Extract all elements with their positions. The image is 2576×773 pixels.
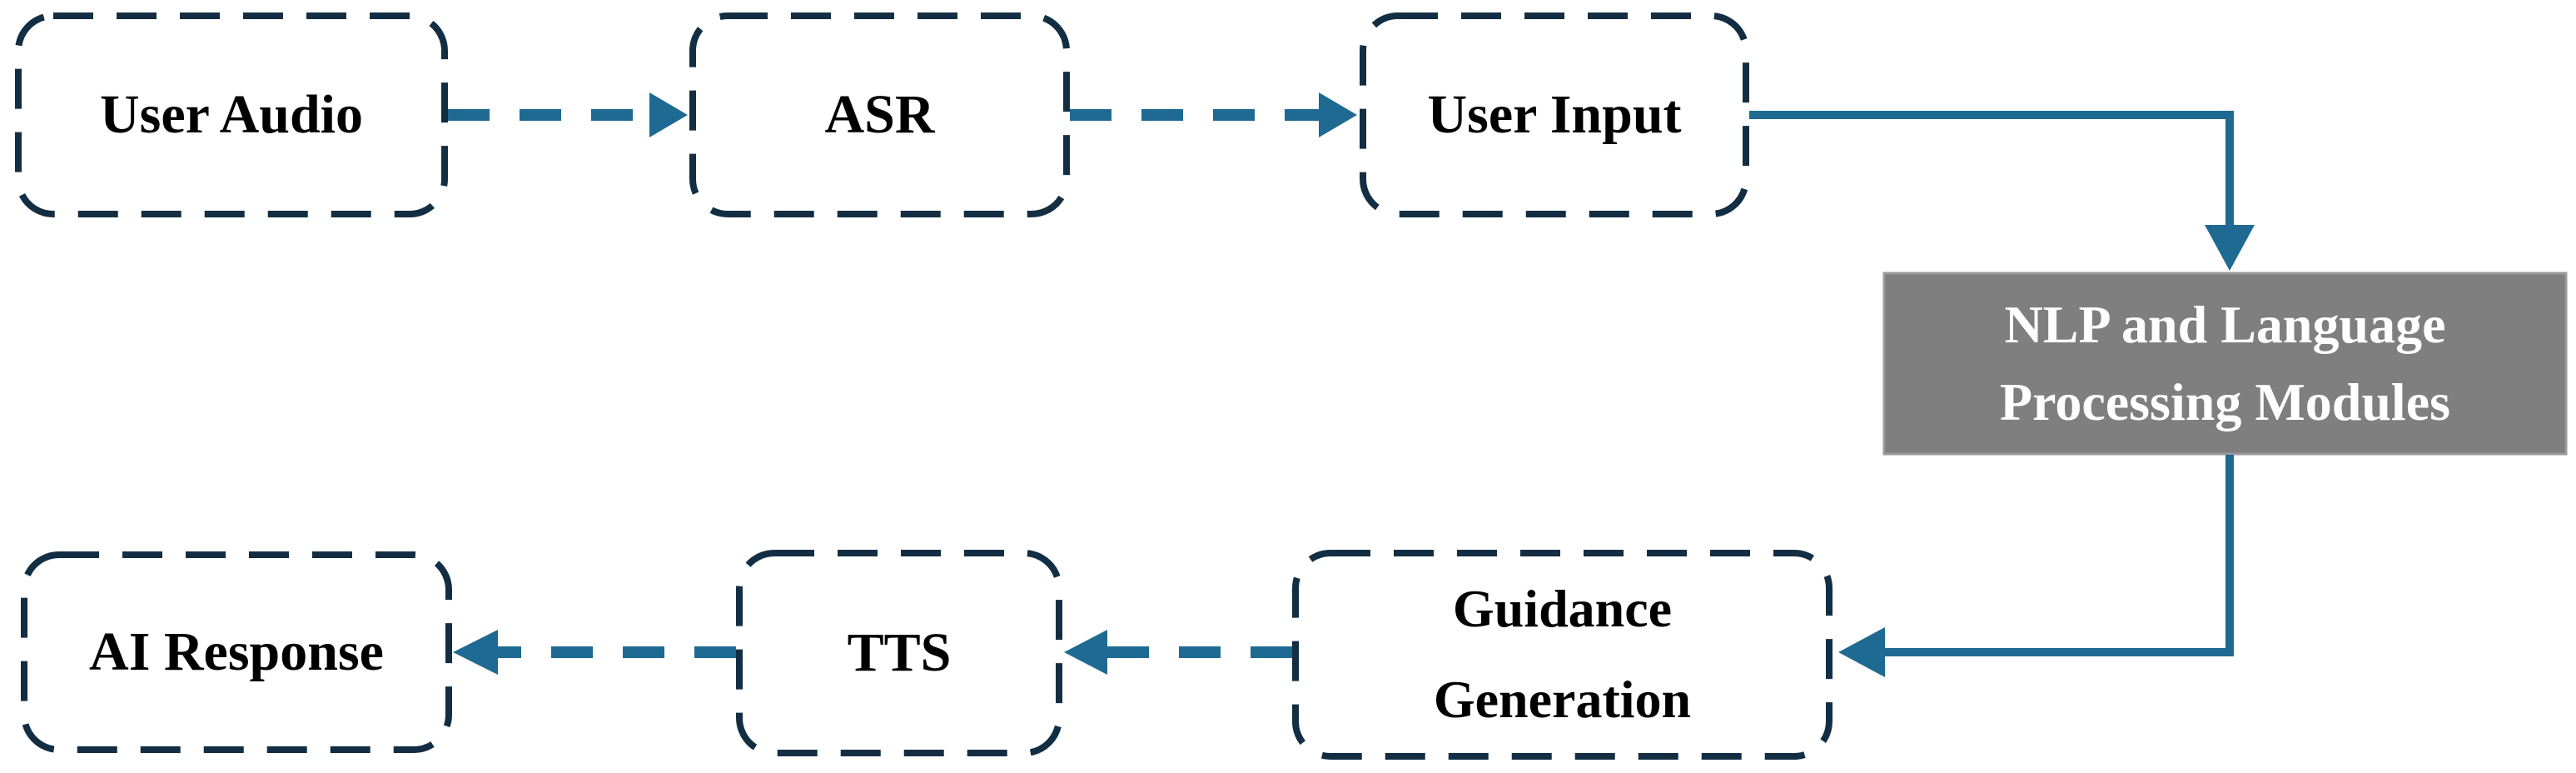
arrow-asr-to-user-input (1070, 92, 1357, 137)
node-user-audio-label: User Audio (99, 83, 363, 145)
node-tts-label: TTS (847, 621, 952, 683)
arrow-nlp-to-guidance (1838, 455, 2234, 677)
arrow-tts-to-ai-response (453, 630, 736, 675)
arrow-user-audio-to-asr (448, 92, 688, 137)
node-user-audio-border (15, 12, 448, 217)
node-nlp-label: NLP and Language Processing Modules (1999, 294, 2451, 431)
node-tts-border (736, 550, 1062, 756)
arrow-guidance-to-tts (1064, 630, 1292, 675)
node-asr-border (689, 12, 1070, 217)
node-user-input-border (1360, 12, 1749, 217)
node-nlp-rect (1882, 272, 2568, 456)
arrow-user-input-to-nlp (1749, 111, 2255, 271)
node-guidance-border (1292, 550, 1833, 760)
node-ai-response-label: AI Response (89, 621, 384, 682)
node-guidance-label: Guidance Generation (1433, 579, 1692, 729)
node-ai-response-border (21, 551, 452, 753)
node-user-input-label: User Input (1427, 83, 1682, 145)
node-asr-label: ASR (824, 83, 935, 145)
